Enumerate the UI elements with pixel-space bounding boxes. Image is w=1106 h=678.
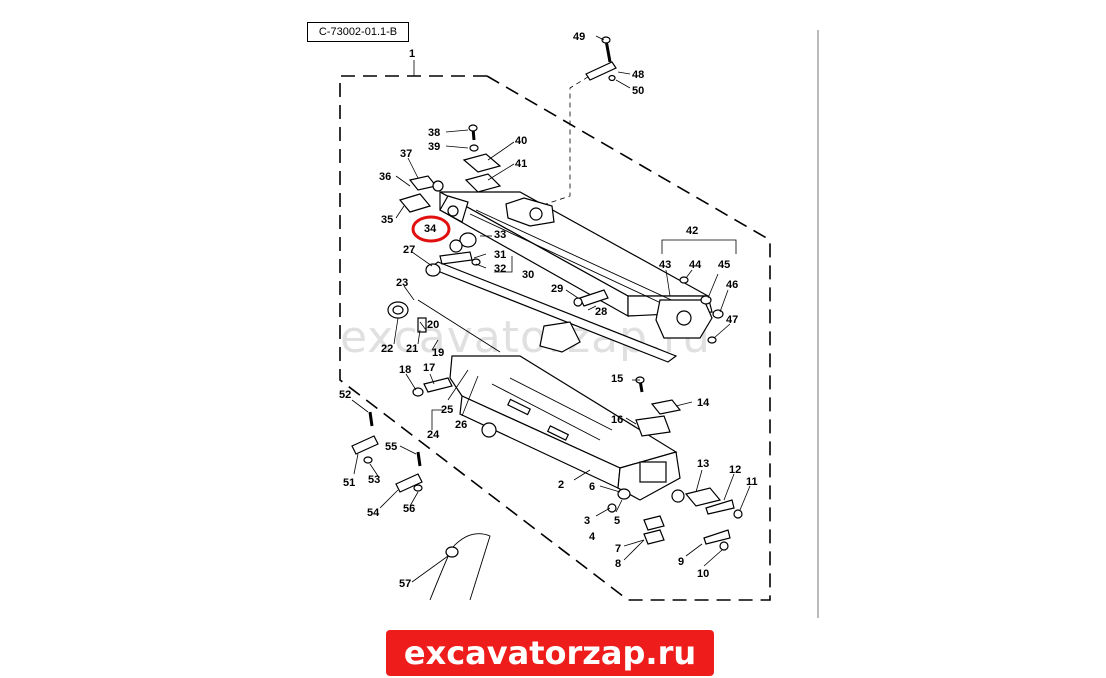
part-label-13: 13	[697, 458, 709, 470]
document-code-box: C-73002-01.1-B	[307, 22, 409, 42]
part-label-23: 23	[396, 277, 408, 289]
part-label-1: 1	[409, 48, 415, 60]
part-label-21: 21	[406, 343, 418, 355]
part-label-19: 19	[432, 347, 444, 359]
part-label-53: 53	[368, 474, 380, 486]
part-label-42: 42	[686, 225, 698, 237]
part-label-5: 5	[614, 515, 620, 527]
part-label-8: 8	[615, 558, 621, 570]
part-label-47: 47	[726, 314, 738, 326]
part-label-4: 4	[589, 531, 596, 543]
part-label-22: 22	[381, 343, 393, 355]
part-label-45: 45	[718, 259, 730, 271]
part-label-17: 17	[423, 362, 435, 374]
boom-cylinder-assembly	[439, 190, 713, 339]
part-label-31: 31	[494, 249, 506, 261]
part-label-26: 26	[455, 419, 467, 431]
part-label-10: 10	[697, 568, 709, 580]
part-label-55: 55	[385, 441, 397, 453]
part-label-25: 25	[441, 404, 453, 416]
part-label-57: 57	[399, 578, 411, 590]
part-label-54: 54	[367, 507, 380, 519]
part-label-15: 15	[611, 373, 623, 385]
assembly-boundary	[339, 75, 771, 601]
part-label-36: 36	[379, 171, 391, 183]
part-label-16: 16	[611, 414, 623, 426]
arm-assembly	[449, 355, 681, 501]
site-banner[interactable]: excavatorzap.ru	[386, 630, 714, 676]
part-label-7: 7	[615, 543, 621, 555]
pin-leader-dashed	[539, 71, 597, 207]
part-label-40: 40	[515, 135, 527, 147]
part-label-11: 11	[746, 476, 758, 488]
part-label-39: 39	[428, 141, 440, 153]
part-label-38: 38	[428, 127, 440, 139]
part-label-28: 28	[595, 306, 607, 318]
part-label-12: 12	[729, 464, 741, 476]
part-labels: 1 2 3 4 5 6 7 8 9 10 11 12 13 14 15 16 1…	[339, 31, 758, 590]
highlight-ring	[411, 215, 451, 243]
part-label-46: 46	[726, 279, 738, 291]
part-label-50: 50	[632, 85, 644, 97]
part-label-56: 56	[403, 503, 415, 515]
part-label-43: 43	[659, 259, 671, 271]
part-label-30: 30	[522, 269, 534, 281]
part-label-14: 14	[697, 397, 710, 409]
part-label-20: 20	[427, 319, 439, 331]
part-label-35: 35	[381, 214, 393, 226]
slide-rod	[417, 261, 678, 363]
assembly-boundary-top	[486, 75, 771, 241]
part-label-18: 18	[399, 364, 411, 376]
part-label-41: 41	[515, 158, 527, 170]
leader-lines	[351, 35, 751, 583]
part-label-9: 9	[678, 556, 684, 568]
part-label-49: 49	[573, 31, 585, 43]
part-label-37: 37	[400, 148, 412, 160]
part-label-48: 48	[632, 69, 644, 81]
part-label-2: 2	[558, 479, 564, 491]
part-label-44: 44	[689, 259, 702, 271]
part-label-6: 6	[589, 481, 595, 493]
part-label-34: 34	[424, 223, 437, 235]
part-label-27: 27	[403, 244, 415, 256]
part-label-3: 3	[584, 515, 590, 527]
part-label-51: 51	[343, 477, 355, 489]
part-label-52: 52	[339, 389, 351, 401]
part-label-33: 33	[494, 229, 506, 241]
part-label-32: 32	[494, 263, 506, 275]
part-label-29: 29	[551, 283, 563, 295]
part-label-24: 24	[427, 429, 440, 441]
